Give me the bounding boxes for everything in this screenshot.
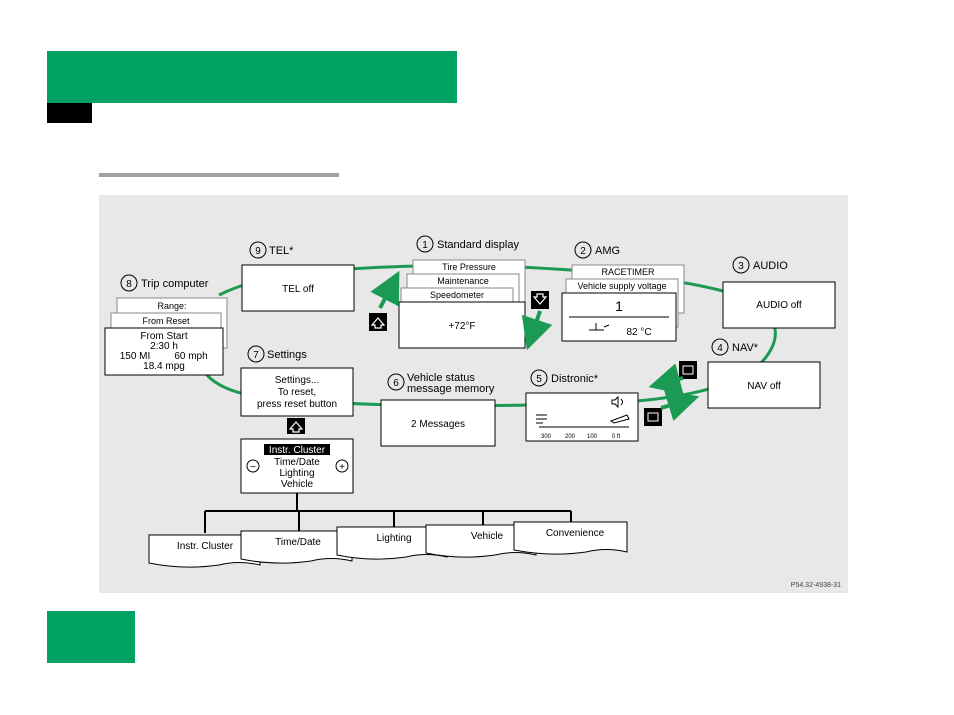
figure-code: P54.32-4938-31 [791, 582, 841, 589]
vehicle-status-display-text: 2 Messages [411, 419, 465, 430]
distronic-scale-2: 100 [587, 434, 598, 440]
tel-display-text: TEL off [282, 284, 314, 295]
vehicle-status-node: 6 Vehicle status message memory 2 Messag… [380, 372, 496, 447]
nav-left-arrow-icon[interactable] [648, 361, 697, 395]
tab-label-0: Instr. Cluster [177, 541, 234, 552]
vehicle-status-label-1: Vehicle status [407, 372, 475, 384]
settings-number: 7 [253, 350, 259, 361]
oil-temp-icon [589, 323, 610, 331]
audio-number: 3 [738, 261, 744, 272]
audio-display-text: AUDIO off [756, 300, 802, 311]
speaker-icon [611, 395, 623, 409]
standard-stack-1: Maintenance [437, 276, 489, 286]
distronic-scale-0: 300 [541, 434, 552, 440]
distronic-label: Distronic* [551, 373, 599, 385]
trip-stack-0: Range: [157, 301, 186, 311]
tab-label-3: Vehicle [471, 531, 504, 542]
tab-time-date[interactable]: Time/Date [240, 530, 353, 564]
amg-value: 1 [615, 298, 623, 314]
standard-display-text: +72°F [448, 321, 475, 332]
tel-display-box [241, 264, 355, 312]
tab-label-1: Time/Date [275, 537, 321, 548]
tel-node: 9 TEL* TEL off [241, 241, 355, 312]
plus-icon: + [339, 462, 345, 473]
settings-node: 7 Settings Settings... To reset, press r… [240, 345, 354, 417]
amg-stack-0: RACETIMER [601, 267, 655, 277]
minus-icon: − [250, 462, 256, 473]
tab-instr-cluster[interactable]: Instr. Cluster [148, 534, 261, 568]
standard-label: Standard display [437, 239, 519, 251]
amg-node: 2 AMG RACETIMER Vehicle supply voltage 1… [561, 241, 685, 342]
settings-line-2: press reset button [257, 399, 337, 410]
distronic-node: 5 Distronic* 300 200 100 0 ft [525, 369, 639, 442]
standard-stack-0: Tire Pressure [442, 262, 496, 272]
nav-number: 4 [717, 343, 723, 354]
vehicle-status-label-2: message memory [407, 383, 495, 395]
trip-line-1: 2:30 h [150, 341, 178, 352]
nav-label: NAV* [732, 342, 759, 354]
down-arrow-icon[interactable] [521, 291, 553, 351]
header-bar [47, 51, 457, 103]
submenu-item-2: Vehicle [281, 479, 314, 490]
nav-node: 4 NAV* NAV off [707, 338, 821, 409]
nav-display-text: NAV off [747, 381, 781, 392]
tab-label-4: Convenience [546, 528, 605, 539]
trip-line-3: 60 mph [174, 351, 207, 362]
standard-stack-2: Speedometer [430, 290, 484, 300]
trip-line-2: 150 MI [120, 351, 151, 362]
nav-right-arrow-icon[interactable] [644, 390, 700, 426]
trip-label: Trip computer [141, 278, 209, 290]
distronic-number: 5 [536, 374, 542, 385]
distronic-scale-3: 0 ft [612, 434, 621, 440]
tel-number: 9 [255, 246, 261, 257]
settings-line-1: To reset, [278, 387, 316, 398]
page-tab [47, 103, 92, 123]
vehicle-status-number: 6 [393, 378, 399, 389]
trip-line-0: From Start [140, 331, 187, 342]
trip-number: 8 [126, 279, 132, 290]
distance-icon [536, 414, 547, 424]
settings-label: Settings [267, 349, 307, 361]
tab-label-2: Lighting [376, 533, 411, 544]
car-icon [609, 414, 630, 424]
footer-marker [47, 611, 135, 663]
audio-label: AUDIO [753, 260, 788, 272]
settings-up-arrow-icon[interactable] [287, 418, 305, 434]
distronic-scale-1: 200 [565, 434, 576, 440]
up-arrow-icon[interactable] [369, 270, 400, 331]
settings-submenu: Instr. Cluster Time/Date Lighting Vehicl… [240, 438, 354, 494]
standard-node: 1 Standard display Tire Pressure Mainten… [398, 235, 526, 349]
section-rule [99, 173, 339, 177]
trip-line-4: 18.4 mpg [143, 361, 185, 372]
settings-line-0: Settings... [275, 375, 319, 386]
tab-convenience[interactable]: Convenience [513, 521, 628, 555]
trip-stack-1: From Reset [142, 316, 190, 326]
amg-label: AMG [595, 245, 620, 257]
submenu-selected: Instr. Cluster [269, 445, 326, 456]
amg-temp: 82 °C [626, 327, 651, 338]
trip-node: 8 Trip computer Range: From Reset From S… [104, 274, 228, 376]
standard-number: 1 [422, 240, 428, 251]
diagram-panel: 9 TEL* TEL off 8 Trip computer Range: Fr… [99, 195, 848, 593]
tab-vehicle[interactable]: Vehicle [425, 524, 537, 558]
submenu-item-0: Time/Date [274, 457, 320, 468]
tel-label: TEL* [269, 245, 294, 257]
audio-node: 3 AUDIO AUDIO off [722, 256, 836, 329]
amg-stack-1: Vehicle supply voltage [577, 281, 666, 291]
amg-number: 2 [580, 246, 586, 257]
submenu-item-1: Lighting [279, 468, 314, 479]
